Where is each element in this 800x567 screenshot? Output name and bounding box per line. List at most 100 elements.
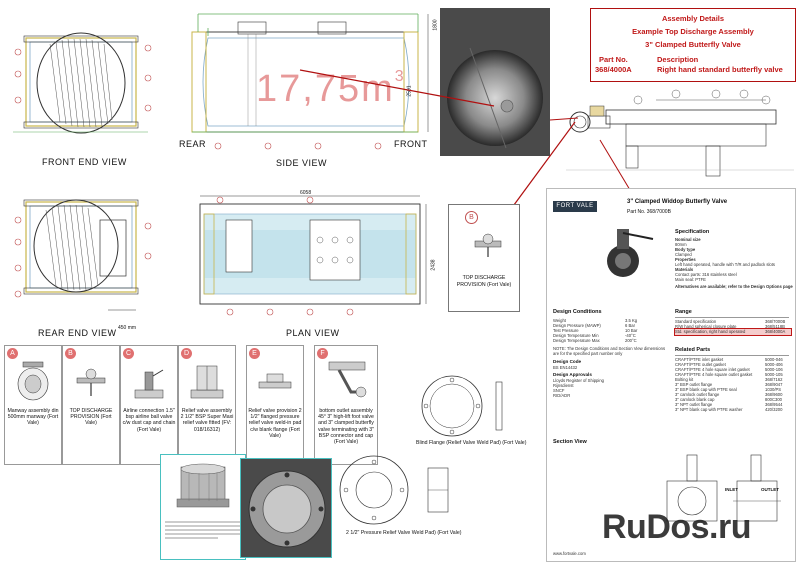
ds-spec-0: Nominal size xyxy=(675,237,701,242)
top-discharge-assembly-drawing xyxy=(566,89,794,177)
range-table: Standard specification 368/7000B R/W han… xyxy=(674,317,792,336)
panel-c: C Airline connection 1.5" bsp airline ba… xyxy=(120,345,178,465)
section-view-drawing xyxy=(666,454,781,522)
ds-dc-4-label: Design Temperature Max xyxy=(553,338,600,343)
panel-b-letter: B xyxy=(65,348,76,359)
rudos-watermark: RuDos.ru xyxy=(602,508,752,546)
related-row-4: Bolting kit xyxy=(675,377,694,382)
weld-pad-caption: 2 1/2" Pressure Relief Valve Weld Pad) (… xyxy=(346,530,462,536)
related-row-6-code: 1030/PS xyxy=(765,387,782,392)
ds-spec-heading: Specification xyxy=(675,229,710,235)
ds-design-conditions-heading: Design Conditions xyxy=(553,309,602,315)
detail-b-letter: B xyxy=(465,211,478,224)
range-row-0-code: 368/7000B xyxy=(765,319,786,324)
ds-spec-6: Materials xyxy=(675,267,694,272)
ds-spec-9: Alternatives are available; refer to the… xyxy=(675,284,793,289)
tank-interior-photo xyxy=(440,8,550,156)
side-view-drawing xyxy=(191,13,429,150)
ds-spec-7: Contact parts: 316 stainless steel xyxy=(675,272,737,277)
valve-data-sheet: FORT VALE 3" Clamped Widdop Butterfly Va… xyxy=(546,188,796,562)
ds-related-heading: Related Parts xyxy=(675,347,711,353)
panel-e: E Relief valve provision 2 1/2" flanged … xyxy=(246,345,304,465)
panel-f-caption: bottom outlet assembly 45° 3" high-lift … xyxy=(317,408,375,446)
ds-range-heading: Range xyxy=(675,309,692,315)
plan-view-title: PLAN VIEW xyxy=(286,328,340,338)
ds-approval-3: RID/ADR xyxy=(553,393,571,398)
panel-f-letter: F xyxy=(317,348,328,359)
related-row-3-code: 5000-105 xyxy=(765,372,783,377)
assembly-title: Assembly Details xyxy=(661,14,725,23)
related-row-2-code: 5000-106 xyxy=(765,367,783,372)
ds-part-no: Part No. 368/7000B xyxy=(627,209,671,215)
ds-spec-3: Clamped xyxy=(675,252,692,257)
related-row-8: 3" camlock blank cap xyxy=(675,397,715,402)
top-discharge-icon xyxy=(474,233,502,257)
related-row-5: 3" BSP outlet flange xyxy=(675,382,713,387)
assembly-details-box: Assembly Details Example Top Discharge A… xyxy=(590,8,796,82)
ds-dc-2-value: 10 Bar xyxy=(625,328,638,333)
rear-label: REAR xyxy=(179,139,207,149)
description-label: Description xyxy=(657,55,699,64)
ds-dc-0-value: 3.5 Kg xyxy=(625,318,638,323)
range-row-1-code: 368/5118B xyxy=(765,324,785,329)
detail-b-caption: TOP DISCHARGE PROVISION (Fort Vale) xyxy=(456,275,512,288)
ds-design-code: BS EN14432 xyxy=(553,365,578,370)
panel-e-letter: E xyxy=(249,348,260,359)
discharge-valve-icon xyxy=(76,368,106,396)
weld-pad-drawing xyxy=(339,455,449,525)
related-row-5-code: 368/9047 xyxy=(765,382,783,387)
range-row-0-label: Standard specification xyxy=(675,319,717,324)
ds-spec-8: Main seal: PTFE xyxy=(675,277,706,282)
range-row-2-code: 368/4000A xyxy=(765,329,786,334)
related-row-8-code: 800C300 xyxy=(765,397,782,402)
related-row-4-code: 368/7162 xyxy=(765,377,783,382)
manway-icon xyxy=(17,361,49,401)
related-row-10: 3" NPT blank cap with PTFE washer xyxy=(675,407,743,412)
range-row-1-label: R/W hand spherical closure plate xyxy=(675,324,737,329)
panel-a-letter: A xyxy=(7,348,18,359)
panel-c-letter: C xyxy=(123,348,134,359)
related-table: CRAFT/PTFE inlet gasket 5000-046 CRAFT/P… xyxy=(675,355,789,412)
related-row-7-code: 368/9600 xyxy=(765,392,783,397)
assembly-item: 3" Clamped Butterfly Valve xyxy=(645,40,741,49)
panel-c-caption: Airline connection 1.5" bsp airline ball… xyxy=(122,408,176,433)
front-end-view-drawing xyxy=(13,32,152,134)
dim-plan-right: 2438 xyxy=(430,259,437,271)
ds-dc-1-label: Design Pressure (MAWP) xyxy=(553,323,601,328)
related-row-10-code: 420/3200 xyxy=(765,407,783,412)
relief-valve-photo-frame xyxy=(160,454,246,560)
rear-end-view-drawing xyxy=(14,199,152,311)
related-row-1-code: 5000-406 xyxy=(765,362,783,367)
related-row-1: CRAFT/PTFE outlet gasket xyxy=(675,362,726,367)
blind-flange-caption: Blind Flange (Relief Valve Weld Pad) (Fo… xyxy=(416,440,527,446)
ds-approvals-label: Design Approvals xyxy=(553,372,592,377)
ds-inlet: INLET xyxy=(725,487,738,492)
front-label: FRONT xyxy=(394,139,428,149)
panel-a-caption: Manway assembly din 500mm manway (Fort V… xyxy=(7,408,59,427)
related-row-6: 3" BSP blank cap with PTFE seal xyxy=(675,387,737,392)
ds-dc-3-label: Design Temperature Min xyxy=(553,333,599,338)
ds-title: 3" Clamped Widdop Butterfly Valve xyxy=(627,199,728,205)
ds-design-code-label: Design Code xyxy=(553,359,582,364)
ds-approval-1: Rijnsdienst xyxy=(553,383,574,388)
panel-b: B TOP DISCHARGE PROVISION (Fort Vale) xyxy=(62,345,120,465)
assembly-subtitle: Example Top Discharge Assembly xyxy=(632,27,754,36)
related-row-9-code: 368/9544 xyxy=(765,402,783,407)
description-value: Right hand standard butterfly valve xyxy=(657,65,783,74)
ds-dc-2-label: Test Pressure xyxy=(553,328,579,333)
panel-d-caption: Relief valve assembly 2 1/2" BSP Super M… xyxy=(180,408,234,433)
ds-spec-2: Body type xyxy=(675,247,696,252)
relief-pad-icon xyxy=(258,373,292,389)
related-row-7: 3" camlock outlet flange xyxy=(675,392,720,397)
airline-valve-icon xyxy=(134,369,164,399)
ds-section-view-heading: Section View xyxy=(553,439,587,445)
related-row-2: CRAFT/PTFE 4 hole square inlet gasket xyxy=(675,367,750,372)
rear-end-view-title: REAR END VIEW xyxy=(38,328,117,338)
panel-f: F bottom outlet assembly 45° 3" high-lif… xyxy=(314,345,378,465)
ds-spec-5: Left hand operated, handle with T/R and … xyxy=(675,262,776,267)
related-row-0: CRAFT/PTFE inlet gasket xyxy=(675,357,724,362)
relief-valve-icon xyxy=(190,365,224,399)
dim-plan-top: 6058 xyxy=(300,190,312,196)
panel-a: A Manway assembly din 500mm manway (Fort… xyxy=(4,345,62,465)
ds-dc-4-value: 200°C xyxy=(625,338,637,343)
